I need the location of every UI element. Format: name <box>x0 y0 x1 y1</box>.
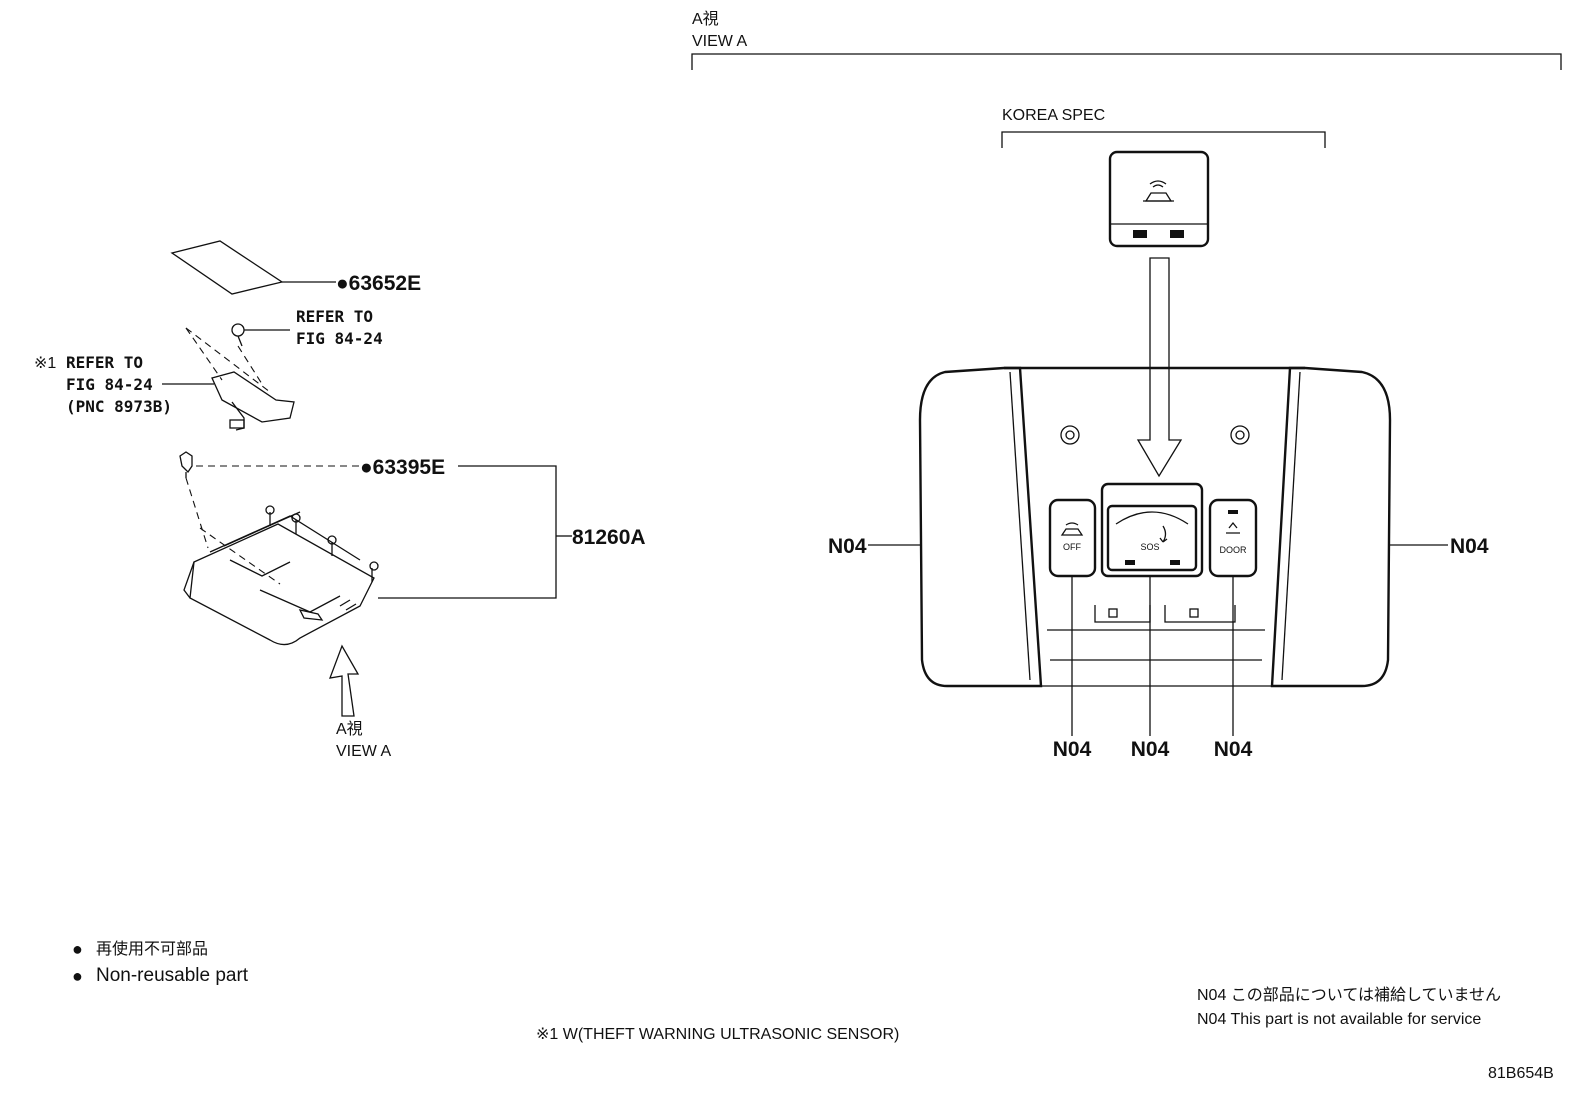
view-arrow-up <box>328 644 360 717</box>
n04-label-left: N04 <box>828 535 867 558</box>
footnote-theft-sensor: ※1 W(THEFT WARNING ULTRASONIC SENSOR) <box>536 1026 899 1043</box>
n04-note-en: N04 This part is not available for servi… <box>1197 1011 1481 1028</box>
door-button: DOOR <box>1208 498 1258 578</box>
view-a-arrow-en: VIEW A <box>336 743 391 760</box>
off-button-label: OFF <box>1063 542 1081 552</box>
refer-sensor-line3: (PNC 8973B) <box>66 397 172 416</box>
map-lamp-assembly <box>183 477 379 646</box>
view-arrow-down <box>1136 257 1183 478</box>
view-a-bracket <box>691 53 1562 70</box>
n04-label-off: N04 <box>1053 738 1092 761</box>
refer-sensor-line2: FIG 84-24 <box>66 375 153 394</box>
legend-en: Non-reusable part <box>96 965 249 986</box>
view-a-arrow-jp: A視 <box>336 720 363 738</box>
theft-sensor <box>185 327 295 431</box>
legend-bullet-jp: ● <box>72 939 83 959</box>
door-button-label: DOOR <box>1220 545 1248 555</box>
korea-spec-label: KOREA SPEC <box>1002 107 1105 124</box>
part-63652e: ●63652E <box>336 272 421 295</box>
n04-label-door: N04 <box>1214 738 1253 761</box>
korea-spec-bracket <box>1001 131 1326 148</box>
n04-label-sos: N04 <box>1131 738 1170 761</box>
figure-id: 81B654B <box>1488 1065 1554 1082</box>
legend-bullet-en: ● <box>72 966 83 986</box>
part-63395e: ●63395E <box>360 456 445 479</box>
n04-label-right: N04 <box>1450 535 1489 558</box>
korea-spec-module <box>1108 150 1210 248</box>
clip-63395e <box>179 451 193 478</box>
refer-screw-line1: REFER TO <box>296 307 373 326</box>
refer-sensor-mark: ※1 <box>34 355 56 372</box>
view-a-header-jp: A視 <box>692 10 719 28</box>
sos-button: SOS <box>1100 482 1204 578</box>
overhead-console-panel: OFF SOS DOOR <box>918 366 1392 688</box>
refer-sensor-line1: REFER TO <box>66 353 143 372</box>
off-button: OFF <box>1048 498 1097 578</box>
view-a-header-en: VIEW A <box>692 33 747 50</box>
pad-63652e <box>170 240 284 295</box>
legend-jp: 再使用不可部品 <box>96 940 208 958</box>
n04-note-jp: N04 この部品については補給していません <box>1197 986 1501 1004</box>
sos-button-label: SOS <box>1140 542 1159 552</box>
refer-screw-line2: FIG 84-24 <box>296 329 383 348</box>
screw <box>231 323 245 347</box>
car-signal-icon <box>1143 180 1174 202</box>
bracket-81260a <box>378 465 557 599</box>
part-81260a: 81260A <box>572 526 646 549</box>
